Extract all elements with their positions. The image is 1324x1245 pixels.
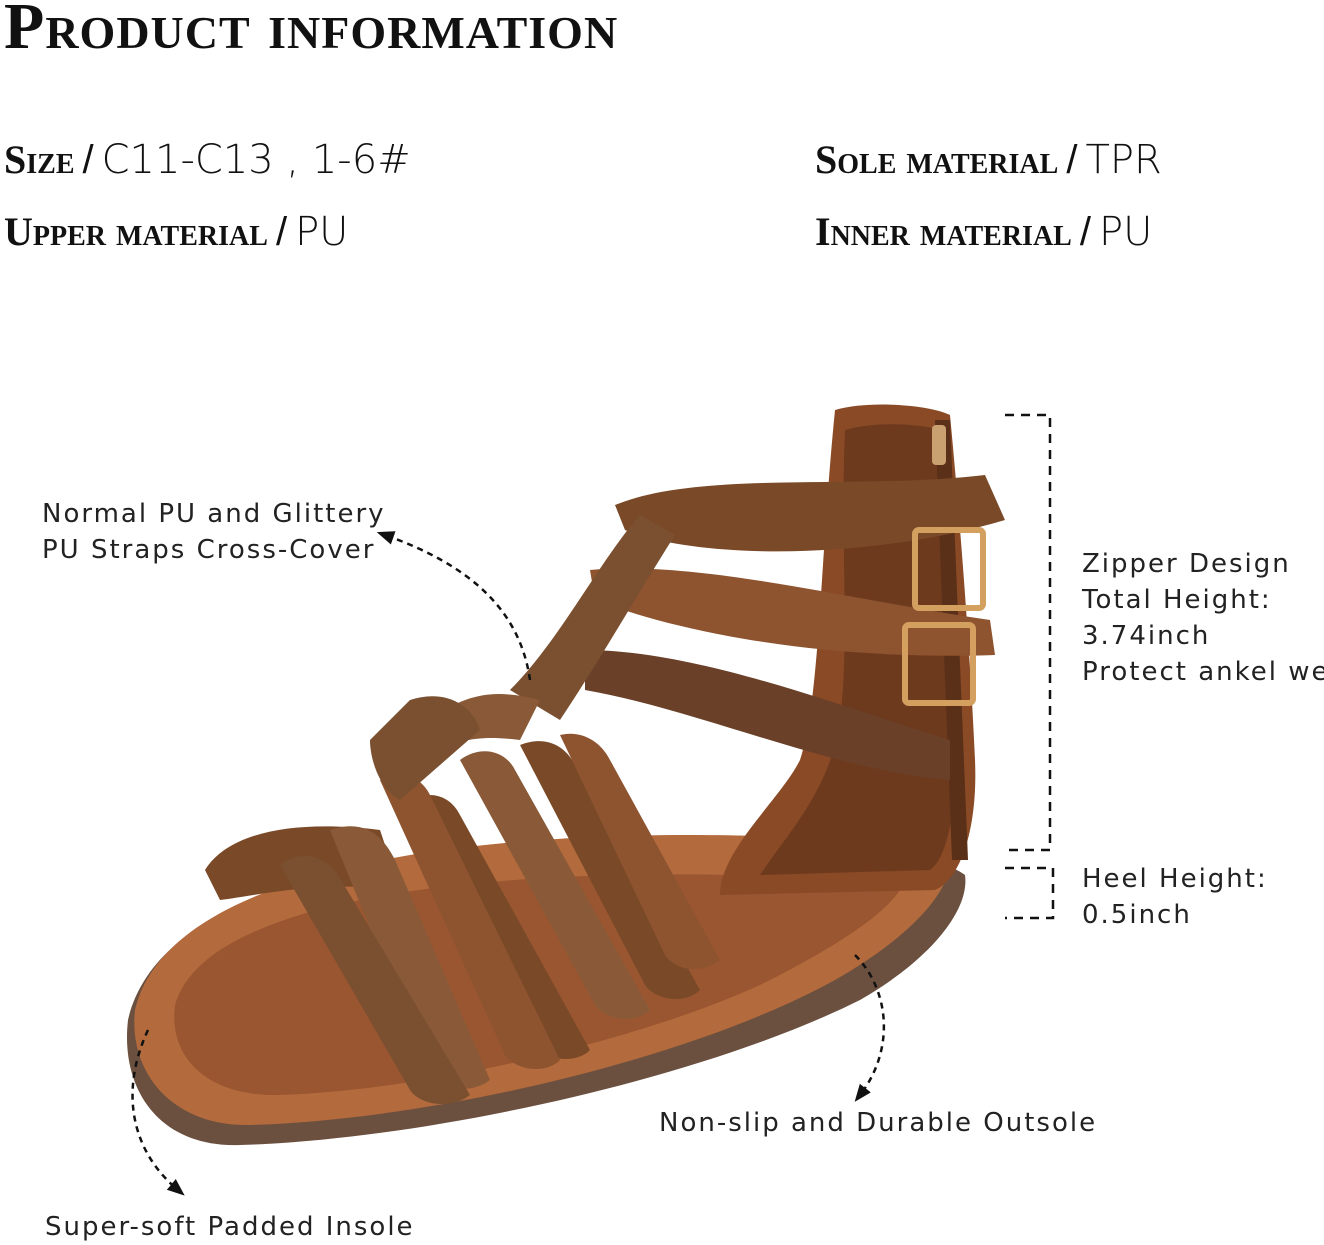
note-heel-height: Heel Height: 0.5inch xyxy=(1082,864,1268,930)
note-zipper: Zipper Design Total Height: 3.74inch Pro… xyxy=(1082,549,1324,687)
spec-inner-value: PU xyxy=(1098,209,1153,255)
note-insole: Super-soft Padded Insole xyxy=(45,1212,415,1242)
note-straps: Normal PU and Glittery PU Straps Cross-C… xyxy=(42,499,386,565)
spec-upper-value: PU xyxy=(295,209,349,255)
spec-upper-label: Upper material xyxy=(4,209,268,254)
spec-inner-material: Inner material/PU xyxy=(815,209,1153,255)
spec-sole-material: Sole material/TPR xyxy=(815,137,1162,183)
dashed-arrow-icon xyxy=(376,531,532,681)
spec-size-label: Size xyxy=(4,137,75,182)
spec-upper-material: Upper material/PU xyxy=(4,209,349,255)
spec-inner-label: Inner material xyxy=(815,209,1072,254)
spec-size-value: C11-C13 , 1-6# xyxy=(101,137,411,183)
spec-sole-value: TPR xyxy=(1085,137,1162,183)
note-outsole: Non-slip and Durable Outsole xyxy=(659,1108,1098,1138)
spec-size: Size/C11-C13 , 1-6# xyxy=(4,137,411,183)
page-title: Product information xyxy=(4,0,619,63)
spec-sole-label: Sole material xyxy=(815,137,1059,182)
